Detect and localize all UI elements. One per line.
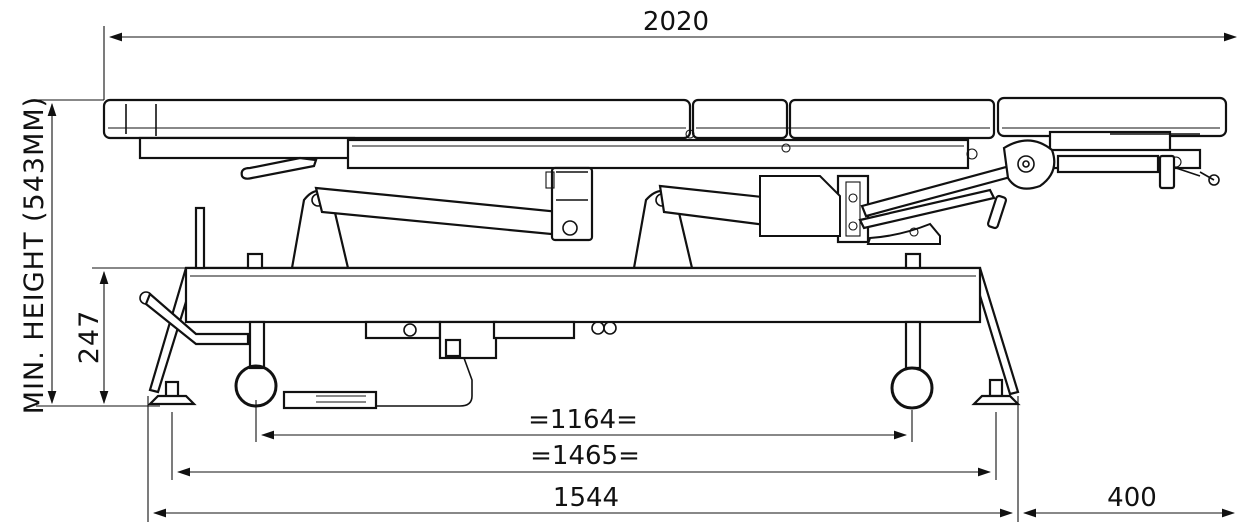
- table-top: [102, 96, 1228, 140]
- left-caster-wheel: [234, 320, 278, 408]
- dimension-base-length: 1544: [147, 396, 1019, 522]
- wheel-spacing-label: =1164=: [528, 405, 638, 435]
- dimension-wheel-spacing: =1164=: [255, 400, 913, 442]
- head-release-lever: [240, 156, 318, 180]
- lift-mechanism: [290, 139, 1220, 270]
- drive-motor: [364, 320, 617, 360]
- right-leveling-foot: [971, 378, 1021, 406]
- dimension-foot-spacing: =1465=: [171, 412, 997, 480]
- left-leveling-foot: [147, 380, 197, 406]
- dimension-min-height: MIN. HEIGHT (543MM): [19, 96, 160, 414]
- base-frame: [148, 206, 1020, 396]
- overhang-label: 400: [1107, 483, 1157, 513]
- base-height-label: 247: [74, 310, 105, 365]
- dimension-overhang: 400: [1022, 483, 1236, 518]
- min-height-label: MIN. HEIGHT (543MM): [19, 96, 50, 414]
- base-length-label: 1544: [553, 483, 619, 513]
- dimension-overall-length: 2020: [103, 7, 1238, 100]
- right-caster-wheel: [890, 320, 934, 410]
- dimension-base-height: 247: [74, 267, 186, 405]
- left-pedal-lever: [139, 291, 250, 346]
- foot-spacing-label: =1465=: [530, 441, 640, 471]
- overall-length-label: 2020: [643, 7, 709, 37]
- foot-pedal: [282, 357, 473, 410]
